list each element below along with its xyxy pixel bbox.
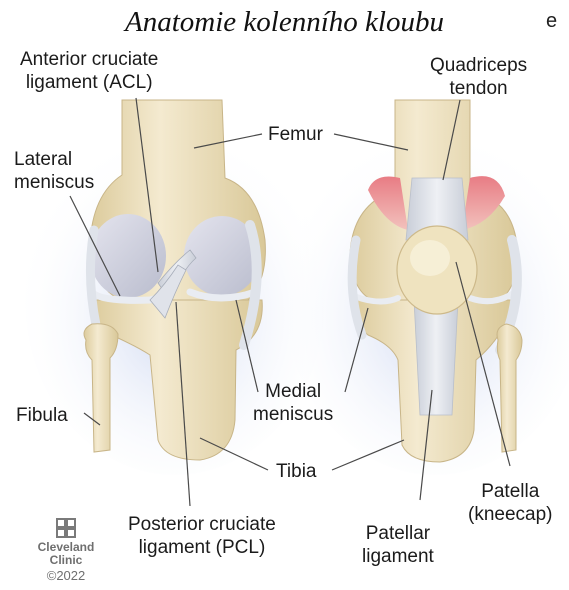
label-medial-meniscus-line2: meniscus [253, 403, 333, 426]
label-quadriceps-line1: Quadriceps [430, 54, 527, 77]
label-patellar-ligament-line1: Patellar [362, 522, 434, 545]
label-pcl: Posterior cruciate ligament (PCL) [128, 513, 276, 559]
logo-copyright: ©2022 [26, 569, 106, 582]
label-acl-line2: ligament (ACL) [20, 71, 158, 94]
label-quadriceps-line2: tendon [430, 77, 527, 100]
label-pcl-line2: ligament (PCL) [128, 536, 276, 559]
title-stray-glyph: e [546, 10, 557, 33]
label-patellar-ligament: Patellar ligament [362, 522, 434, 568]
label-fibula: Fibula [16, 404, 68, 427]
cleveland-clinic-logo: Cleveland Clinic ©2022 [26, 518, 106, 582]
label-lateral-meniscus-line2: meniscus [14, 171, 94, 194]
label-medial-meniscus-line1: Medial [253, 380, 333, 403]
label-pcl-line1: Posterior cruciate [128, 513, 276, 536]
label-lateral-meniscus-line1: Lateral [14, 148, 94, 171]
label-acl: Anterior cruciate ligament (ACL) [20, 48, 158, 94]
patella-highlight [410, 240, 450, 276]
label-patella-line2: (kneecap) [468, 503, 553, 526]
label-patellar-ligament-line2: ligament [362, 545, 434, 568]
label-quadriceps-tendon: Quadriceps tendon [430, 54, 527, 100]
cleveland-clinic-logo-icon [56, 518, 76, 538]
label-tibia: Tibia [276, 460, 316, 483]
logo-name-line2: Clinic [26, 554, 106, 567]
patellar-ligament-shape [414, 300, 458, 415]
label-femur: Femur [268, 123, 323, 146]
label-lateral-meniscus: Lateral meniscus [14, 148, 94, 194]
diagram-title: Anatomie kolenního kloubu [0, 6, 569, 39]
label-acl-line1: Anterior cruciate [20, 48, 158, 71]
lateral-condyle-cartilage [90, 214, 166, 298]
label-patella-line1: Patella [468, 480, 553, 503]
label-medial-meniscus: Medial meniscus [253, 380, 333, 426]
label-patella: Patella (kneecap) [468, 480, 553, 526]
